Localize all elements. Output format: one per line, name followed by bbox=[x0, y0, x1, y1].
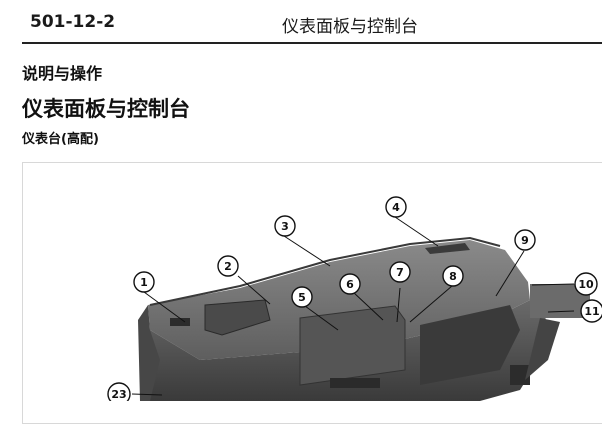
page-number: 501-12-2 bbox=[30, 12, 116, 32]
callout-23: 23 bbox=[107, 382, 131, 401]
defroster-grille bbox=[425, 243, 470, 254]
callout-11: 11 bbox=[580, 299, 602, 323]
callout-9: 9 bbox=[514, 229, 536, 251]
center-display bbox=[204, 299, 271, 336]
callout-5: 5 bbox=[291, 286, 313, 308]
left-vent bbox=[170, 318, 190, 326]
section-label: 说明与操作 bbox=[22, 64, 103, 83]
svg-text:7: 7 bbox=[396, 266, 404, 279]
callout-7: 7 bbox=[389, 261, 411, 283]
svg-text:23: 23 bbox=[111, 388, 126, 401]
callout-6: 6 bbox=[339, 273, 361, 295]
header-divider bbox=[22, 42, 602, 44]
callout-8: 8 bbox=[442, 265, 464, 287]
svg-text:3: 3 bbox=[281, 220, 289, 233]
callout-2: 2 bbox=[217, 255, 239, 277]
dashboard-rim bbox=[149, 236, 501, 306]
svg-text:9: 9 bbox=[521, 234, 529, 247]
center-vent bbox=[330, 378, 380, 388]
glovebox bbox=[420, 305, 520, 385]
svg-text:4: 4 bbox=[392, 201, 400, 214]
callouts: 1 2 3 4 5 6 7 8 9 10 11 23 bbox=[107, 196, 602, 401]
display-housing bbox=[299, 305, 406, 386]
svg-text:1: 1 bbox=[140, 276, 148, 289]
svg-text:11: 11 bbox=[584, 305, 599, 318]
callout-leaders bbox=[131, 216, 575, 396]
page-title: 仪表面板与控制台 bbox=[22, 97, 190, 121]
svg-text:2: 2 bbox=[224, 260, 232, 273]
callout-1: 1 bbox=[133, 271, 155, 293]
right-side-lower bbox=[525, 318, 560, 380]
figure-subtitle: 仪表台(高配) bbox=[22, 132, 99, 147]
svg-text:5: 5 bbox=[298, 291, 306, 304]
callout-3: 3 bbox=[274, 215, 296, 237]
callout-4: 4 bbox=[385, 196, 407, 218]
left-end-cap bbox=[138, 305, 160, 401]
svg-text:10: 10 bbox=[578, 278, 594, 291]
dashboard-illustration: 1 2 3 4 5 6 7 8 9 10 11 23 bbox=[107, 196, 602, 401]
svg-text:6: 6 bbox=[346, 278, 354, 291]
callout-10: 10 bbox=[574, 272, 598, 296]
svg-text:8: 8 bbox=[449, 270, 457, 283]
header-title: 仪表面板与控制台 bbox=[282, 17, 418, 37]
page-header: 501-12-2 仪表面板与控制台 bbox=[0, 0, 602, 44]
